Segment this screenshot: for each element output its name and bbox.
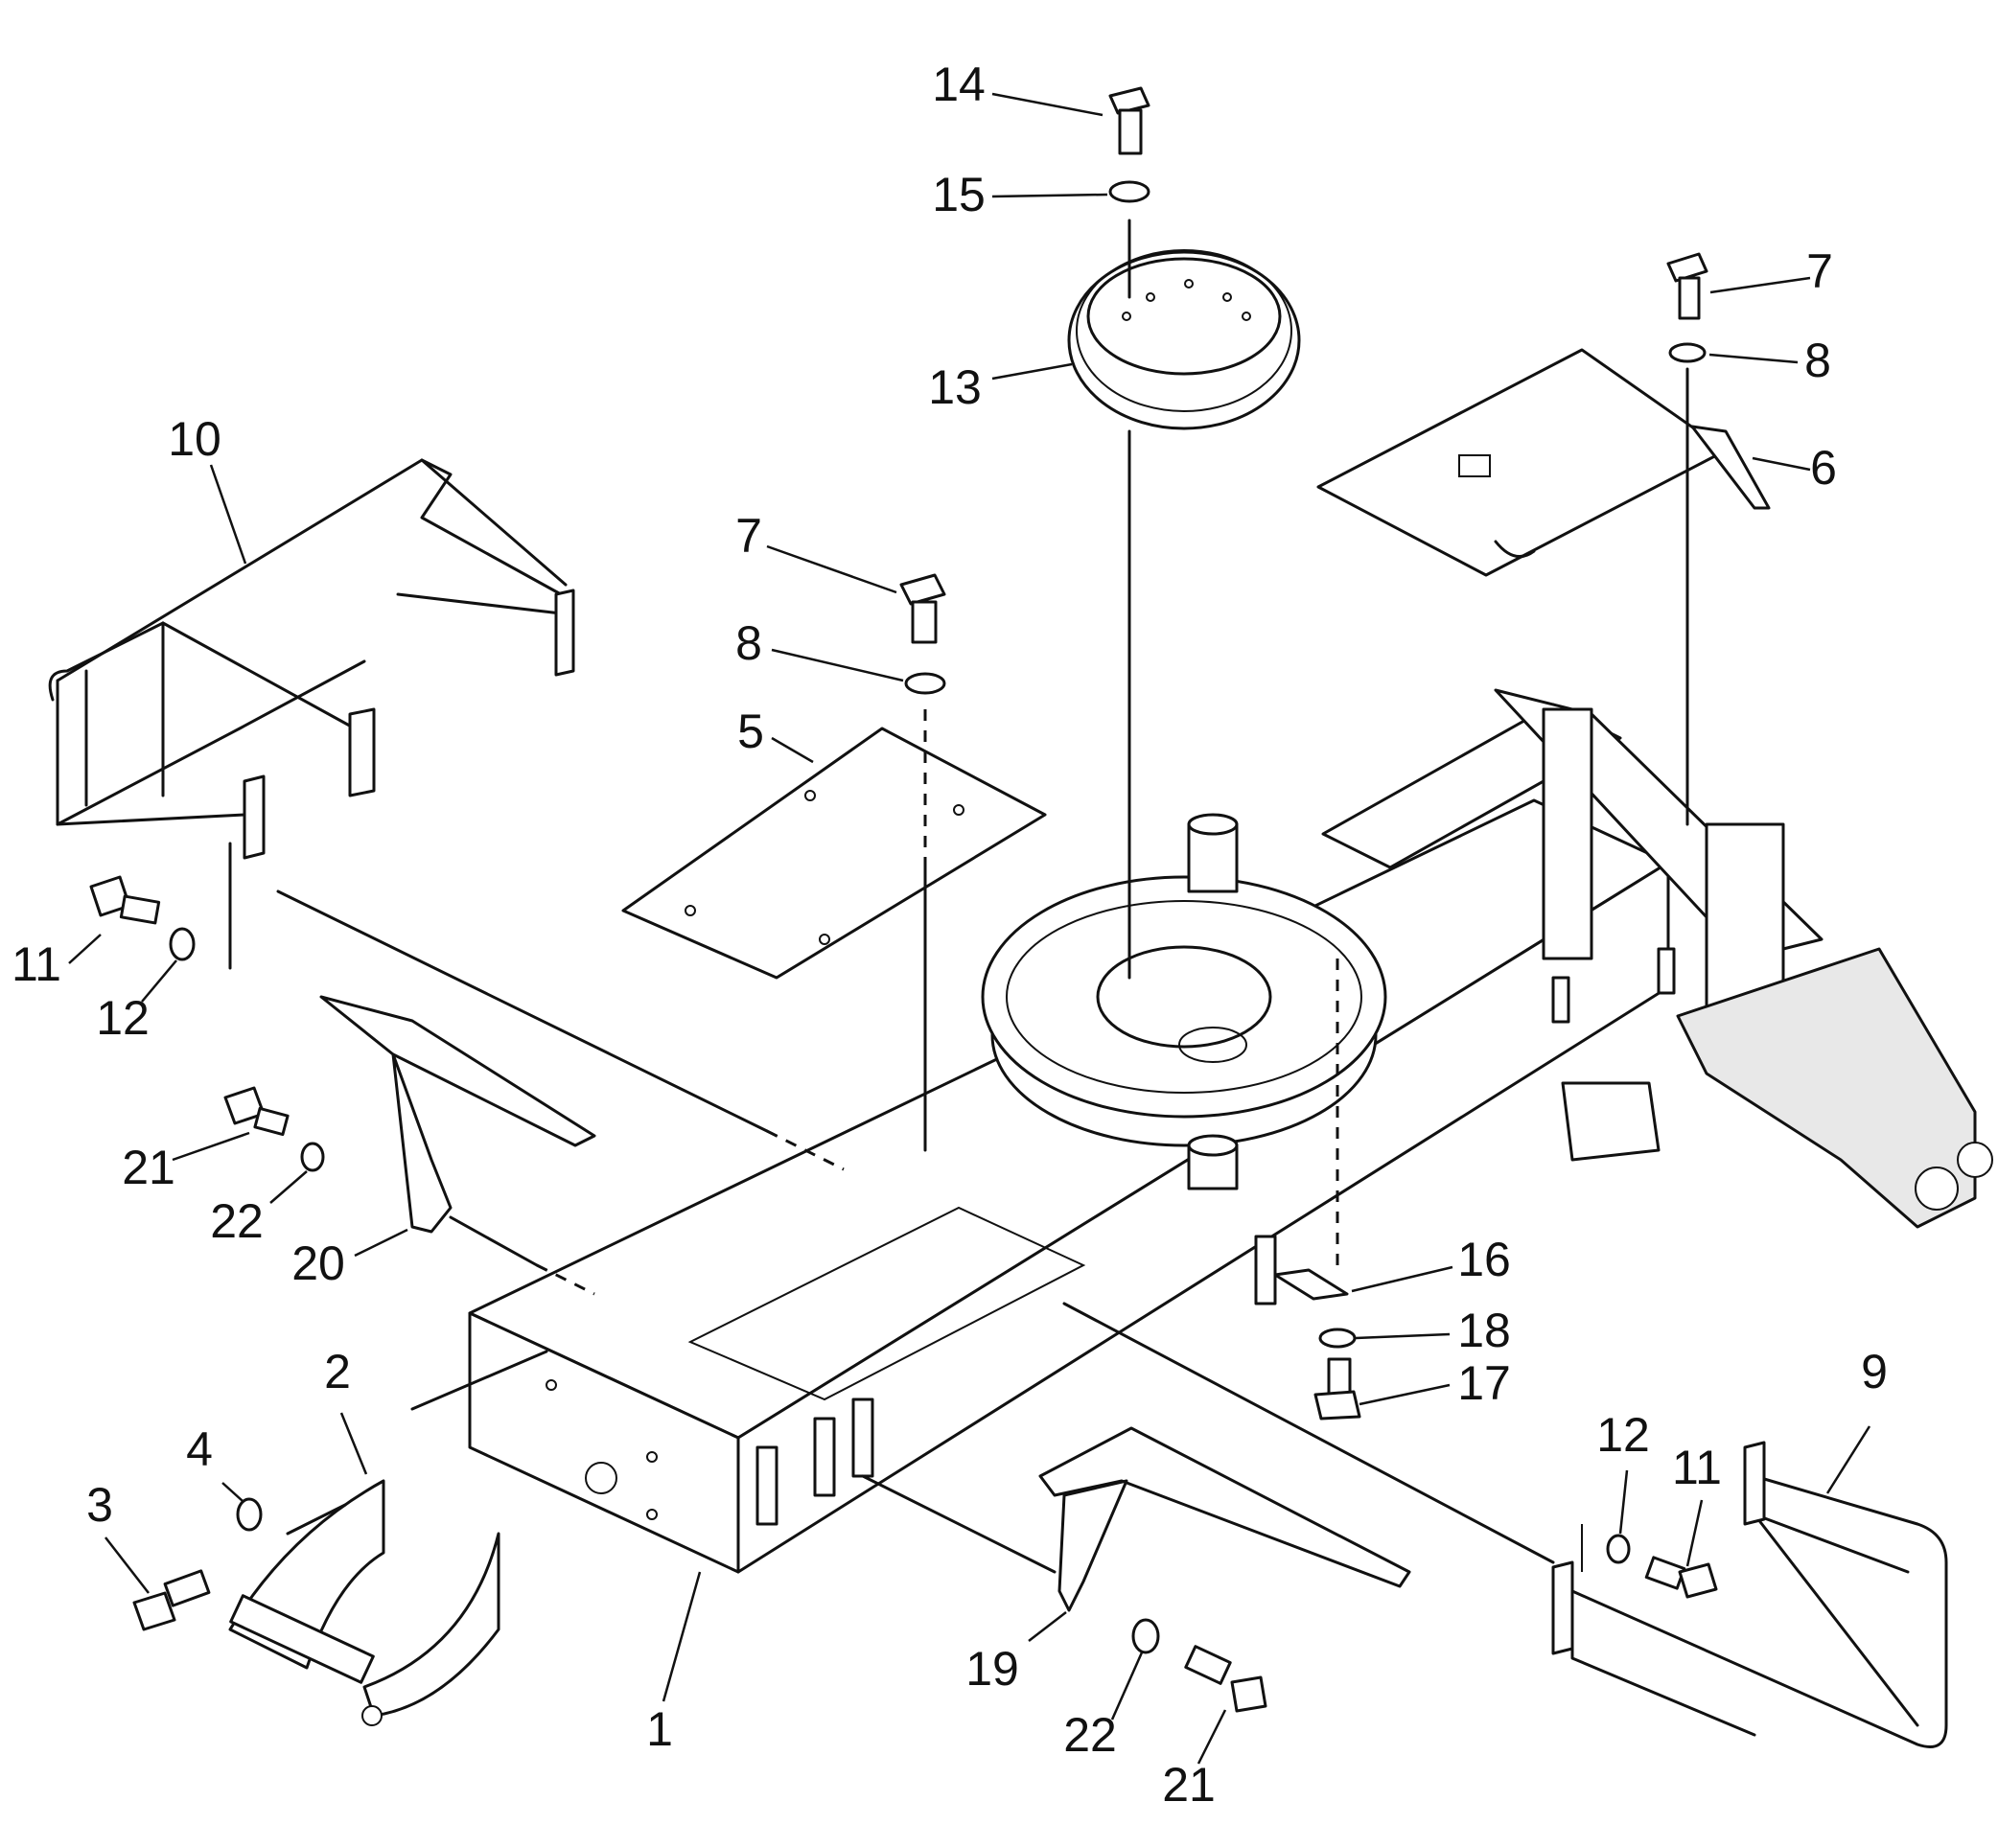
washer-8-center: [904, 672, 946, 695]
cover-plate-5: [621, 727, 1047, 980]
washer-12-right: [1606, 1534, 1631, 1564]
washer-8-upper: [1668, 342, 1707, 363]
washer-22-left: [300, 1142, 325, 1172]
callout-labels: 14 15 13 7 8 6 10 7 8 5 11 12 21 22 20 1…: [12, 58, 1888, 1812]
callout-9: 9: [1861, 1345, 1888, 1398]
callout-22-left: 22: [210, 1194, 264, 1248]
guard-frame-9: [1551, 1441, 1948, 1748]
callout-11-right: 11: [1672, 1441, 1722, 1494]
callout-19: 19: [965, 1642, 1019, 1696]
callout-2: 2: [324, 1345, 351, 1398]
bolt-7-upper: [1666, 252, 1708, 320]
callout-21-right: 21: [1162, 1758, 1216, 1812]
bolt-11-right: [1644, 1556, 1718, 1599]
step-2: [228, 1479, 500, 1726]
callout-6: 6: [1810, 441, 1837, 495]
bolt-3: [132, 1569, 211, 1631]
cover-plate-6: [1316, 348, 1771, 577]
callout-3: 3: [86, 1478, 113, 1532]
plate-16: [1273, 1268, 1349, 1301]
washer-12-left: [169, 927, 196, 961]
bracket-20: [319, 995, 596, 1234]
callout-14: 14: [932, 58, 986, 111]
callout-22-right: 22: [1063, 1708, 1117, 1762]
washer-15: [1108, 180, 1150, 203]
callout-17: 17: [1457, 1356, 1511, 1410]
callout-5: 5: [737, 705, 764, 758]
callout-21-left: 21: [122, 1141, 175, 1194]
callout-12-left: 12: [96, 991, 150, 1045]
callout-1: 1: [646, 1702, 673, 1756]
bolt-21-left: [223, 1086, 290, 1137]
callout-8-center: 8: [735, 616, 762, 670]
callout-12-right: 12: [1596, 1408, 1650, 1462]
bolt-14: [1108, 86, 1150, 155]
bolt-17: [1313, 1357, 1361, 1421]
washer-22-right: [1131, 1618, 1160, 1654]
callout-13: 13: [928, 360, 982, 414]
bolt-11-left: [89, 875, 161, 925]
washer-4: [236, 1497, 263, 1532]
bolt-7-center: [899, 573, 946, 644]
ring-seal-part: [1067, 249, 1301, 430]
bolt-21-right: [1184, 1645, 1267, 1713]
callout-18: 18: [1457, 1304, 1511, 1357]
callout-4: 4: [186, 1422, 213, 1476]
washer-18: [1318, 1328, 1357, 1349]
assembly-lines: [228, 219, 1689, 1574]
callout-8-upper: 8: [1804, 334, 1831, 387]
guard-frame-10: [48, 458, 575, 860]
callout-7-center: 7: [735, 509, 762, 563]
callout-16: 16: [1457, 1233, 1511, 1286]
callout-15: 15: [932, 168, 986, 221]
callout-20: 20: [291, 1236, 345, 1290]
callout-11-left: 11: [12, 937, 61, 991]
callout-7-upper: 7: [1806, 244, 1833, 298]
swing-circle-mount: [981, 813, 1387, 1190]
bracket-19: [1038, 1426, 1411, 1612]
callout-10: 10: [168, 412, 221, 466]
leader-lines: [68, 92, 1871, 1765]
